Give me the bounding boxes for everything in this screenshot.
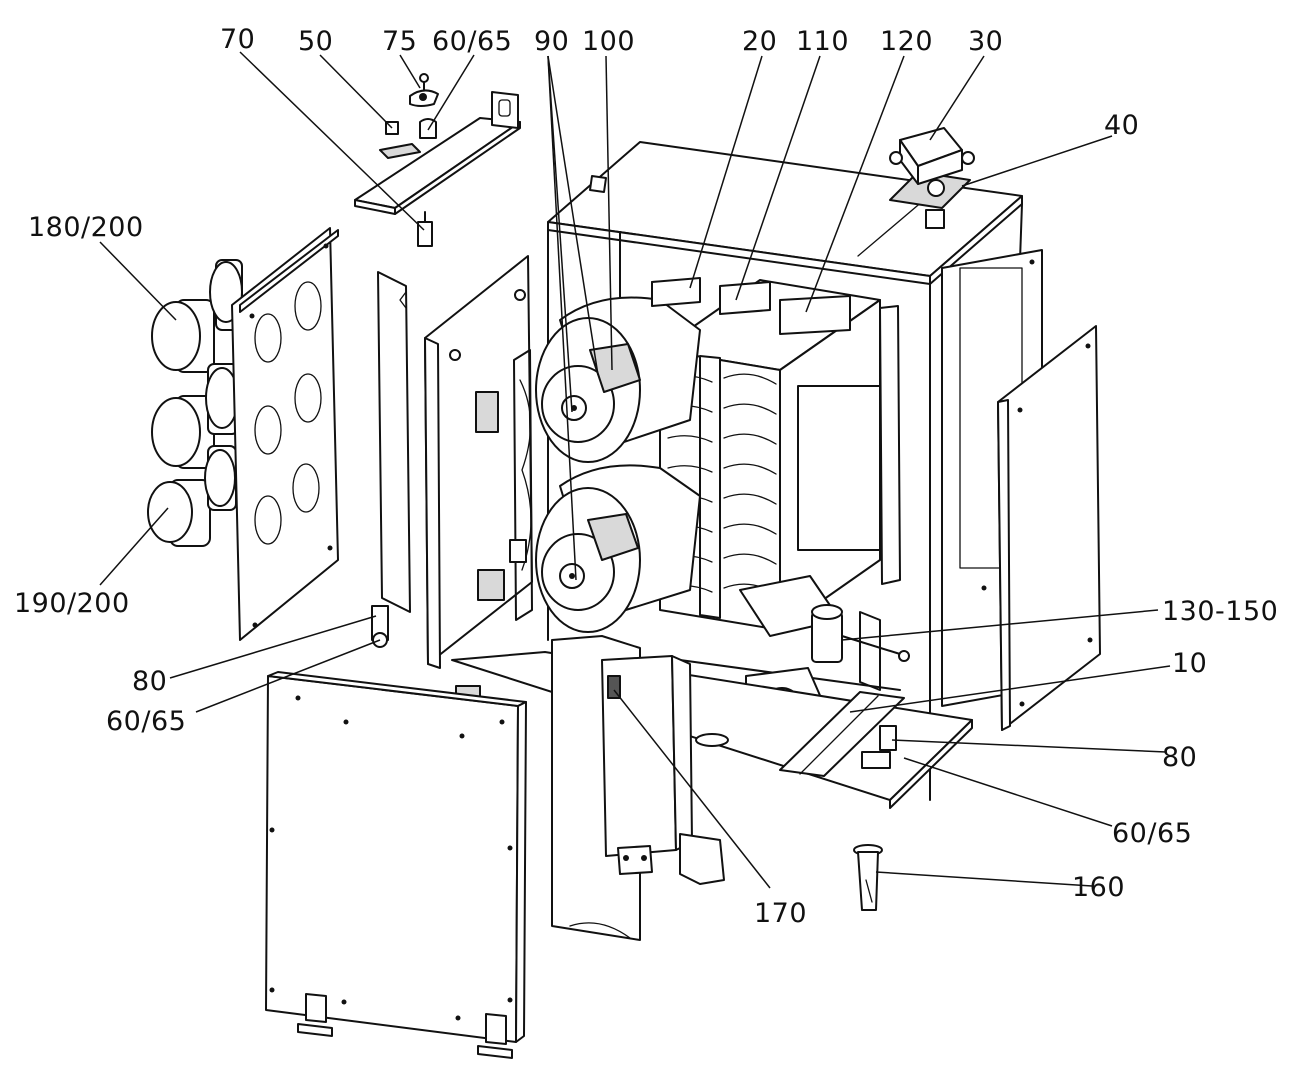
blower-upper [535,296,701,463]
label-80-right: 80 [1162,742,1197,773]
label-130-150: 130-150 [1162,596,1278,627]
label-60-65-top: 60/65 [432,26,512,57]
label-40: 40 [1104,110,1139,141]
label-110: 110 [796,26,849,57]
label-60-65-right: 60/65 [1112,818,1192,849]
filter-housing-mid-left [151,363,239,469]
condensate-trap [853,844,883,911]
label-180-200: 180/200 [28,212,144,243]
leader-lines [99,51,1171,889]
left-side-panel [231,227,339,641]
label-80-left: 80 [132,666,167,697]
label-50: 50 [298,26,333,57]
wiring-harness [477,349,533,621]
label-160: 160 [1072,872,1125,903]
control-board [601,655,725,885]
label-170: 170 [754,898,807,929]
label-100: 100 [582,26,635,57]
blower-lower [535,464,701,633]
front-outer-door [265,671,527,1059]
label-75: 75 [382,26,417,57]
narrow-divider-strip [371,271,411,648]
base-tray [451,651,973,809]
top-control-panel [354,73,521,247]
inner-access-panel [424,255,533,669]
label-90: 90 [534,26,569,57]
filter-housing-bottom-left [147,445,237,547]
label-30: 30 [968,26,1003,57]
label-10: 10 [1172,648,1207,679]
filter-housing-top-left [151,259,243,373]
label-70: 70 [220,24,255,55]
control-box [651,277,701,307]
label-120: 120 [880,26,933,57]
callout-labels: 70 50 75 60/65 90 100 20 110 120 30 40 1… [14,24,1278,929]
cabinet-top-plate [547,141,1023,285]
label-190-200: 190/200 [14,588,130,619]
pressure-switch [889,127,975,185]
right-side-panel [997,325,1101,731]
label-60-65-left: 60/65 [106,706,186,737]
label-20: 20 [742,26,777,57]
filter-housings [147,259,243,547]
